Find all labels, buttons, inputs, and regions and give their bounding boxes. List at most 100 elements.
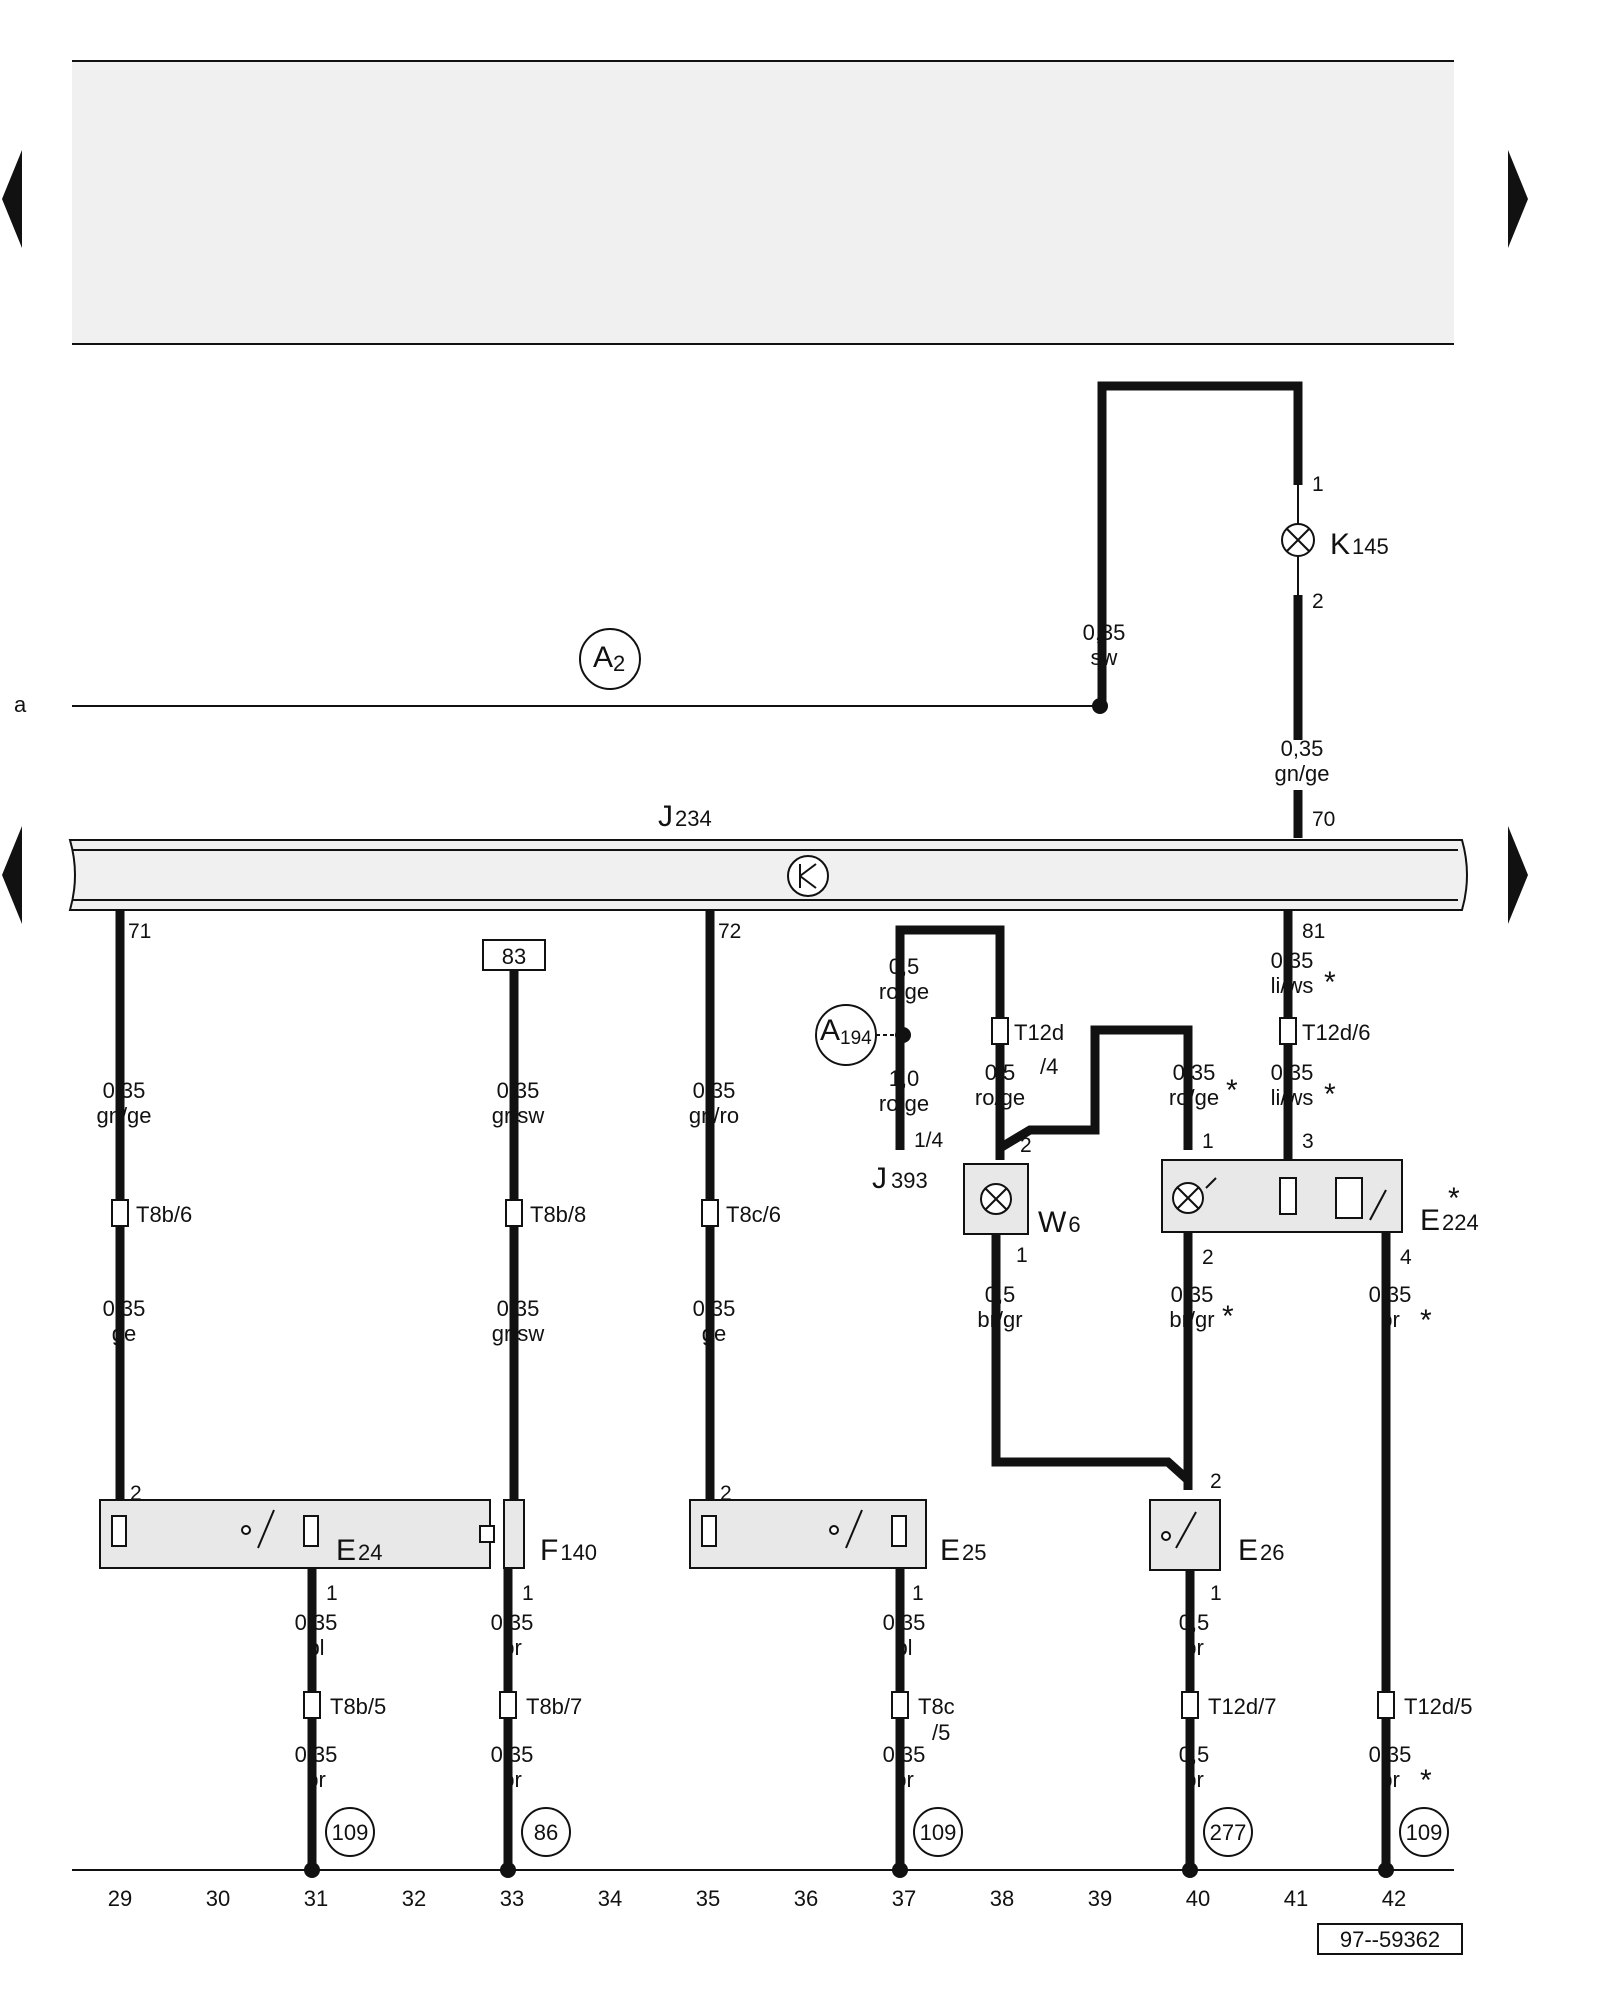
ref-83: 83 xyxy=(502,944,526,969)
prev-page-arrow-top[interactable] xyxy=(2,150,22,248)
column-number-33: 33 xyxy=(500,1886,524,1911)
liws-a-color: li/ws xyxy=(1271,973,1314,998)
f140-pin1: 1 xyxy=(522,1582,534,1605)
e26-sub: 26 xyxy=(1260,1540,1284,1565)
star-liws-a: * xyxy=(1324,966,1336,999)
roge-a-color: ro/ge xyxy=(879,979,929,1004)
conn-t12d7: T12d/7 xyxy=(1208,1694,1277,1719)
star-br42b: * xyxy=(1420,1764,1432,1797)
e224-pin2: 2 xyxy=(1202,1246,1214,1269)
star-e224: * xyxy=(1448,1182,1460,1215)
e26-pin1: 1 xyxy=(1210,1582,1222,1605)
c33a-color: gr/sw xyxy=(492,1103,545,1128)
c29a-size: 0,35 xyxy=(103,1078,146,1103)
ref-circle-40 xyxy=(1203,1807,1253,1857)
component-e25 xyxy=(689,1499,927,1569)
conn-t12d4: T12d xyxy=(1014,1020,1064,1045)
ref-40: 277 xyxy=(1210,1820,1247,1845)
star-roge: * xyxy=(1226,1074,1238,1107)
wire-roge-loop xyxy=(895,925,1005,1030)
resistor-e25b xyxy=(891,1515,907,1547)
c42b-color: br xyxy=(1380,1767,1400,1792)
conn-t8c5-cont: /5 xyxy=(932,1720,950,1745)
roge-d-size: 0,35 xyxy=(1173,1060,1216,1085)
ref-circle-31 xyxy=(325,1807,375,1857)
next-page-arrow-bus[interactable] xyxy=(1508,826,1528,924)
a2-sub: 2 xyxy=(613,651,625,676)
c40a-size: 0,5 xyxy=(1179,1610,1210,1635)
column-number-34: 34 xyxy=(598,1886,622,1911)
wire-brgr-a xyxy=(991,1234,1192,1484)
ground-dot-37 xyxy=(892,1862,908,1878)
bus-pin70: 70 xyxy=(1312,808,1335,831)
doc-number-box xyxy=(1317,1923,1463,1955)
bus-main: J xyxy=(658,800,673,833)
control-unit-bus xyxy=(68,839,1468,911)
c29b-color: ge xyxy=(112,1321,136,1346)
e24-pin2: 2 xyxy=(130,1482,142,1505)
wire-sw-color: sw xyxy=(1091,645,1118,670)
liws-b-size: 0,35 xyxy=(1271,1060,1314,1085)
e24-main: E xyxy=(336,1534,356,1567)
next-page-arrow-top[interactable] xyxy=(1508,150,1528,248)
c31a-size: 0,35 xyxy=(295,1610,338,1635)
connector-t8b6-icon xyxy=(111,1199,129,1227)
e224-pin3: 3 xyxy=(1302,1130,1314,1153)
br42-size: 0,35 xyxy=(1369,1282,1412,1307)
c35a-size: 0,35 xyxy=(693,1078,736,1103)
c40b-color: br xyxy=(1184,1767,1204,1792)
conn-t8b7: T8b/7 xyxy=(526,1694,582,1719)
c42b-size: 0,35 xyxy=(1369,1742,1412,1767)
c40a-color: br xyxy=(1184,1635,1204,1660)
w6-pin1: 1 xyxy=(1016,1244,1028,1267)
k145-pin1: 1 xyxy=(1312,473,1324,496)
ground-dot-40 xyxy=(1182,1862,1198,1878)
k145-main: K xyxy=(1330,528,1350,561)
c35b-size: 0,35 xyxy=(693,1296,736,1321)
component-f140 xyxy=(503,1499,525,1569)
c33c-color: br xyxy=(502,1635,522,1660)
k145-sub: 145 xyxy=(1352,534,1389,559)
column-number-35: 35 xyxy=(696,1886,720,1911)
w6-main: W xyxy=(1038,1206,1067,1239)
resistor-e24b xyxy=(303,1515,319,1547)
ref-box-83 xyxy=(482,939,546,971)
roge-b-color: ro/ge xyxy=(879,1091,929,1116)
c37a-color: bl xyxy=(895,1635,912,1660)
e25-pin1: 1 xyxy=(912,1582,924,1605)
c31b-size: 0,35 xyxy=(295,1742,338,1767)
ref-33: 86 xyxy=(534,1820,558,1845)
c31a-color: bl xyxy=(307,1635,324,1660)
prev-page-arrow-bus[interactable] xyxy=(2,826,22,924)
f140-main: F xyxy=(540,1534,558,1567)
e24-sub: 24 xyxy=(358,1540,382,1565)
ground-point-a194 xyxy=(815,1004,877,1066)
svg-text:A194: A194 xyxy=(820,1014,872,1049)
connector-t8c5-icon xyxy=(891,1691,909,1719)
column-number-37: 37 xyxy=(892,1886,916,1911)
component-e26 xyxy=(1149,1499,1221,1571)
ground-dot-31 xyxy=(304,1862,320,1878)
transistor-icon xyxy=(787,855,829,897)
w6-pin2: 2 xyxy=(1020,1134,1032,1157)
c33d-color: br xyxy=(502,1767,522,1792)
c31b-color: br xyxy=(306,1767,326,1792)
c40b-size: 0,5 xyxy=(1179,1742,1210,1767)
column-number-40: 40 xyxy=(1186,1886,1210,1911)
ref-circle-42 xyxy=(1399,1807,1449,1857)
f140-sub: 140 xyxy=(560,1540,597,1565)
c29a-color: gn/ge xyxy=(96,1103,151,1128)
switch-e26 xyxy=(1175,1511,1197,1549)
star-br42a: * xyxy=(1420,1304,1432,1337)
c35a-color: gn/ro xyxy=(689,1103,739,1128)
connector-t8b5-icon xyxy=(303,1691,321,1719)
column-number-29: 29 xyxy=(108,1886,132,1911)
connector-t8c6-icon xyxy=(701,1199,719,1227)
column-number-39: 39 xyxy=(1088,1886,1112,1911)
svg-text:E224: E224 xyxy=(1420,1204,1479,1237)
conn-t8c5: T8c xyxy=(918,1694,955,1719)
a194-sub: 194 xyxy=(840,1028,872,1049)
svg-text:E25: E25 xyxy=(940,1534,987,1567)
ref-circle-37 xyxy=(913,1807,963,1857)
c33d-size: 0,35 xyxy=(491,1742,534,1767)
